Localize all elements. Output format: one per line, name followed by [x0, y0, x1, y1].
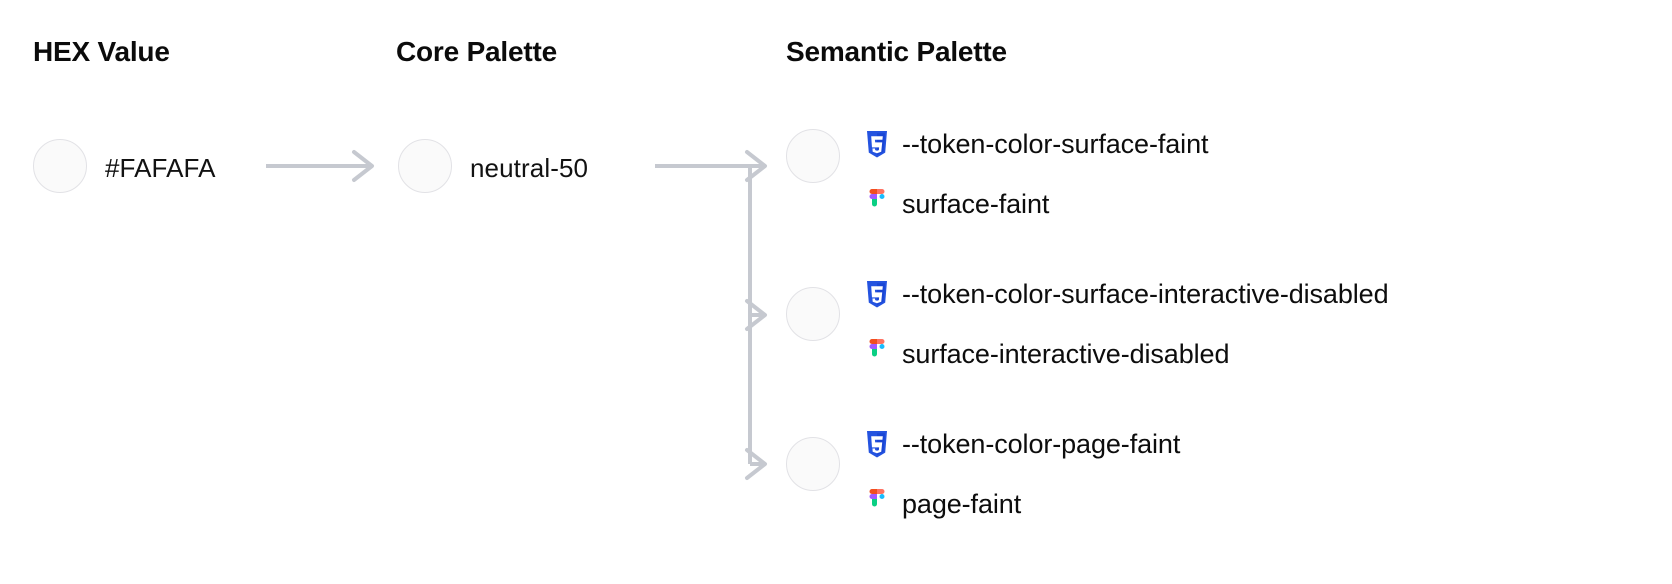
semantic-token-group-0: --token-color-surface-faint surface-fain… [864, 114, 1209, 234]
core-palette-label: neutral-50 [470, 153, 589, 183]
arrow-hex-to-core [266, 150, 374, 182]
swatch-semantic-2 [786, 437, 840, 491]
semantic-css-token-1: --token-color-surface-interactive-disabl… [902, 278, 1389, 309]
css3-icon [864, 429, 890, 459]
arrow-core-to-semantic-branch [655, 150, 767, 480]
figma-icon [864, 489, 890, 519]
column-heading-semantic-palette: Semantic Palette [786, 36, 1007, 67]
semantic-figma-token-0: surface-faint [902, 188, 1050, 219]
column-heading-hex-value: HEX Value [33, 36, 170, 67]
semantic-token-group-2: --token-color-page-faint page-faint [864, 414, 1180, 534]
semantic-figma-token-2: page-faint [902, 488, 1022, 519]
swatch-hex-value [33, 139, 87, 193]
column-heading-core-palette: Core Palette [396, 36, 557, 67]
semantic-css-line-0: --token-color-surface-faint [864, 114, 1209, 174]
hex-value-label: #FAFAFA [105, 153, 216, 183]
figma-icon [864, 189, 890, 219]
css3-icon [864, 129, 890, 159]
css3-icon [864, 279, 890, 309]
semantic-figma-line-0: surface-faint [864, 174, 1208, 234]
semantic-css-line-1: --token-color-surface-interactive-disabl… [864, 264, 1389, 324]
semantic-figma-token-1: surface-interactive-disabled [902, 338, 1230, 369]
swatch-core-palette [398, 139, 452, 193]
semantic-token-group-1: --token-color-surface-interactive-disabl… [864, 264, 1389, 384]
figma-icon [864, 339, 890, 369]
swatch-semantic-0 [786, 129, 840, 183]
semantic-css-line-2: --token-color-page-faint [864, 414, 1180, 474]
swatch-semantic-1 [786, 287, 840, 341]
semantic-figma-line-2: page-faint [864, 474, 1180, 534]
semantic-css-token-2: --token-color-page-faint [902, 428, 1181, 459]
semantic-figma-line-1: surface-interactive-disabled [864, 324, 1389, 384]
semantic-css-token-0: --token-color-surface-faint [902, 128, 1209, 159]
